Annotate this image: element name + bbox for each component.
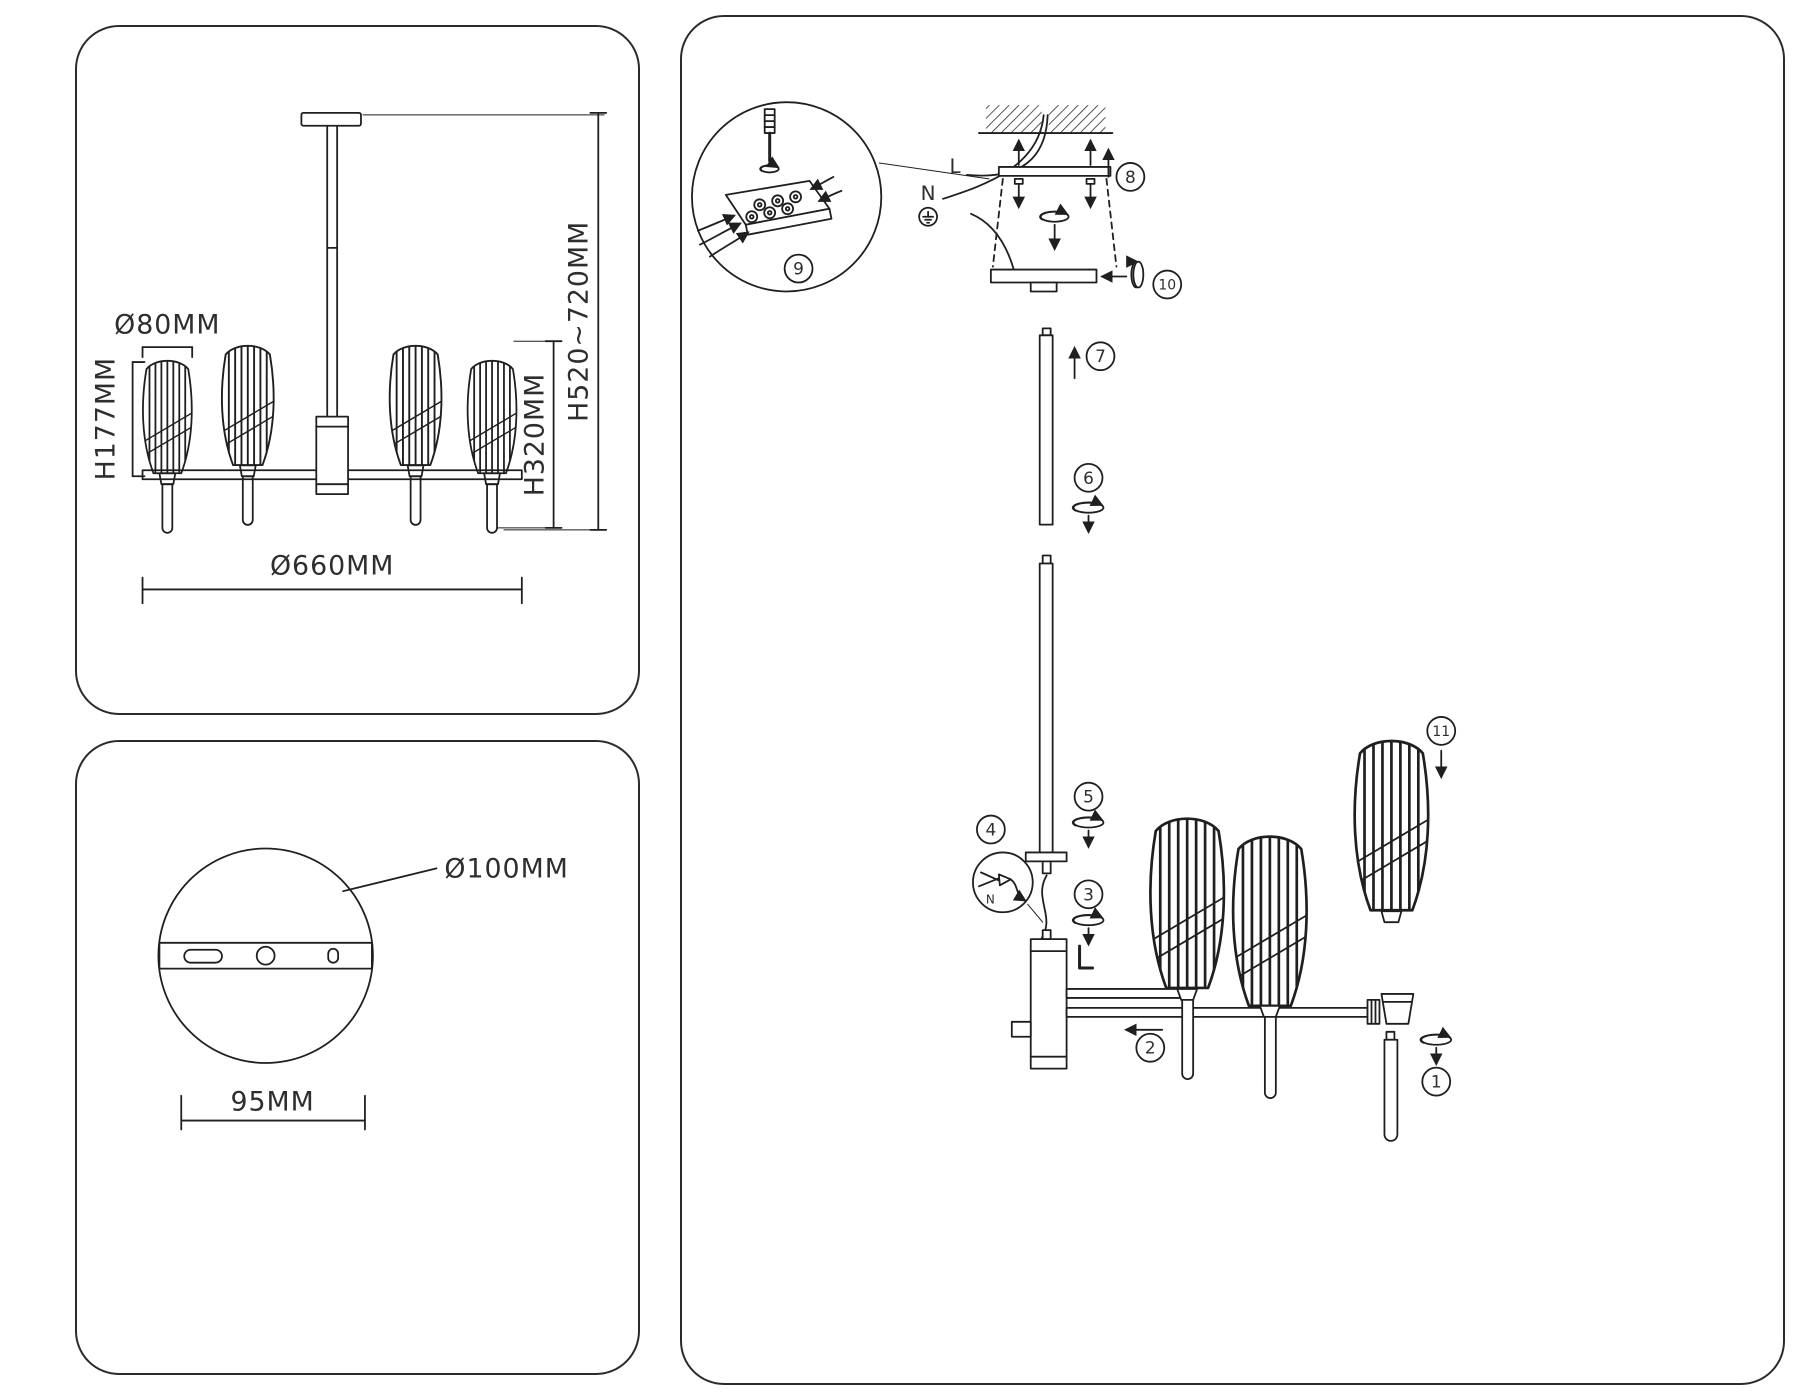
center-hub [1010, 929, 1068, 1070]
step-7-badge: 7 [1085, 341, 1116, 372]
svg-text:3: 3 [1083, 884, 1094, 904]
chandelier-front-view: Ø80MM H177MM Ø660MM H320MM [91, 111, 608, 605]
mounting-plate-panel: Ø100MM 95MM [75, 740, 640, 1375]
step-5-badge: 5 [1073, 781, 1104, 812]
dim-plate-width: 95MM [230, 1087, 314, 1118]
rotate-icon [1073, 502, 1104, 531]
upper-rod [1038, 327, 1054, 526]
lamp-shade [387, 346, 444, 526]
hanging-rod [326, 124, 339, 418]
mounting-plate-view: Ø100MM 95MM [157, 847, 568, 1131]
wire-label-live: L [949, 155, 960, 178]
assembly-steps-panel: N L [680, 15, 1785, 1385]
plate-slot-left [183, 948, 223, 964]
plate-center-hole [255, 945, 276, 966]
lamp-shade [465, 361, 519, 534]
center-hub [315, 415, 349, 496]
rotate-icon [1421, 1035, 1452, 1064]
dim-plate-diameter: Ø100MM [444, 853, 568, 884]
mounting-bracket [997, 138, 1112, 177]
lower-rod [1024, 554, 1068, 942]
wire-label-neutral-detail: N [986, 892, 995, 906]
svg-text:8: 8 [1125, 167, 1136, 187]
terminal-detail-circle [691, 101, 883, 293]
svg-text:1: 1 [1431, 1072, 1442, 1092]
arm-upper [1065, 988, 1186, 999]
step-10-badge: 10 [1152, 269, 1183, 300]
lamp-shade [219, 346, 276, 526]
ceiling-hatch [978, 105, 1114, 134]
terminal-block [697, 176, 843, 258]
svg-text:10: 10 [1158, 277, 1176, 293]
rotate-icon [1073, 915, 1104, 944]
screwdriver-icon [759, 108, 780, 174]
plate-slot-right [327, 947, 340, 964]
step-3-badge: 3 [1073, 879, 1104, 910]
step-4-badge: 4 [976, 814, 1006, 845]
step-8-badge: 8 [1115, 162, 1146, 192]
svg-text:6: 6 [1083, 468, 1094, 488]
rotate-icon [1073, 817, 1104, 846]
dim-fixture-diameter: Ø660MM [270, 551, 394, 582]
canopy-alignment [991, 177, 1118, 268]
step-9-badge: 9 [783, 253, 814, 284]
wire-connection-detail: N [972, 851, 1044, 923]
rotate-icon [1131, 262, 1143, 288]
dim-shade-height: H177MM [91, 357, 122, 480]
lamp-shade [1351, 741, 1432, 924]
step-6-badge: 6 [1073, 462, 1104, 493]
end-socket [1366, 993, 1415, 1025]
lamp-shade [141, 361, 195, 534]
dimensions-panel: Ø80MM H177MM Ø660MM H320MM [75, 25, 640, 715]
step-1-badge: 1 [1421, 1066, 1452, 1097]
dim-body-height: H320MM [520, 373, 551, 497]
assembly-diagram: N L [691, 101, 1457, 1142]
svg-text:2: 2 [1145, 1038, 1156, 1058]
ceiling-canopy [300, 111, 362, 127]
svg-text:4: 4 [985, 820, 996, 840]
dim-overall-height: H520~720MM [563, 221, 594, 422]
lamp-shade [1230, 837, 1311, 1099]
ground-symbol-icon [918, 206, 938, 227]
dim-shade-diameter: Ø80MM [114, 309, 220, 340]
canopy-plate [989, 268, 1098, 293]
allen-key-icon [1078, 944, 1095, 970]
svg-text:7: 7 [1095, 346, 1106, 366]
step-2-badge: 2 [1135, 1032, 1166, 1063]
svg-text:9: 9 [793, 259, 804, 279]
wire-label-neutral: N [921, 182, 936, 205]
lamp-shade [1147, 819, 1228, 1080]
arm-lower [1065, 1006, 1369, 1018]
svg-text:11: 11 [1432, 724, 1450, 740]
step-11-badge: 11 [1426, 716, 1457, 746]
svg-text:5: 5 [1083, 787, 1094, 807]
candle-tube [1383, 1030, 1399, 1142]
